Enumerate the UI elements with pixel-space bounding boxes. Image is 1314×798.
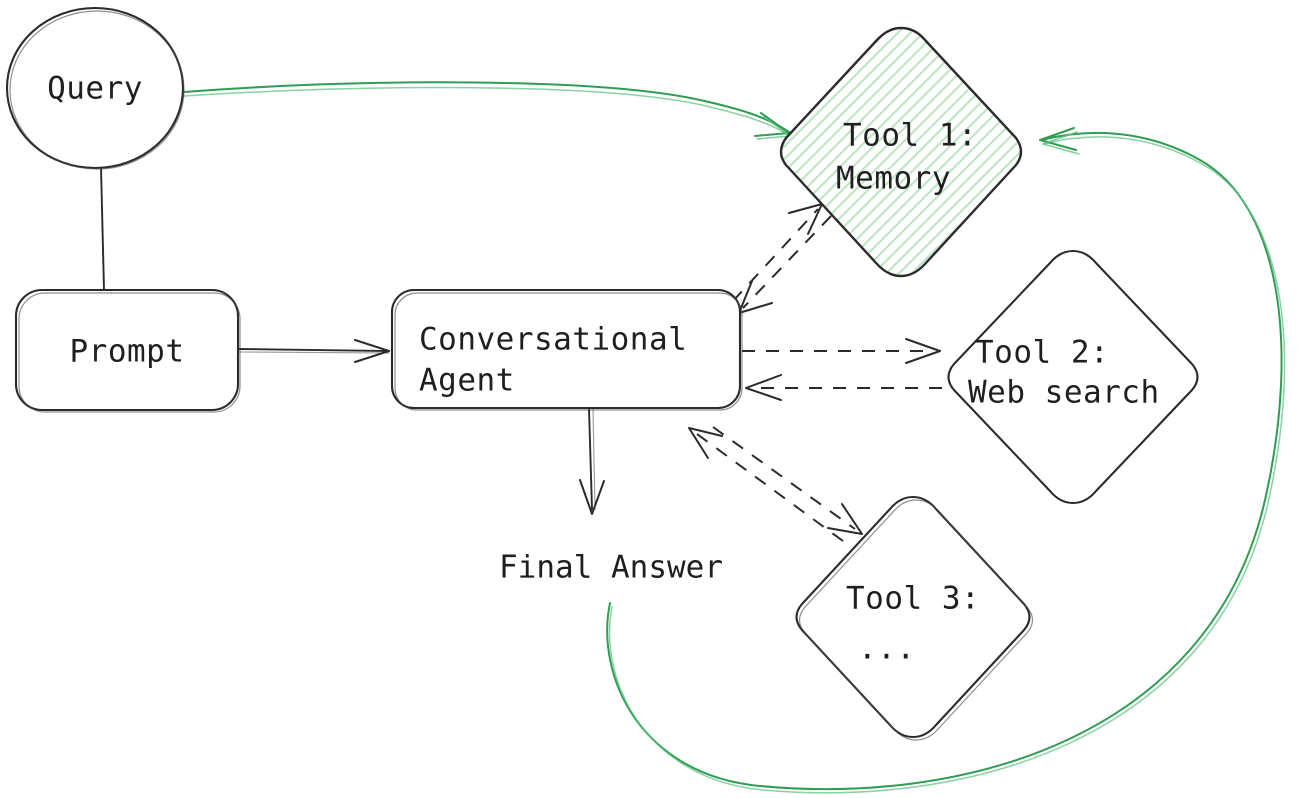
node-final-answer[interactable]: Final Answer: [499, 550, 723, 586]
node-tool3-label-line1: Tool 3:: [846, 581, 980, 617]
node-tool2-web-search[interactable]: Tool 2: Web search: [947, 249, 1199, 505]
edge-agent-to-tool2: [742, 338, 941, 364]
node-query[interactable]: Query: [5, 6, 185, 170]
node-agent-label-line2: Agent: [419, 363, 515, 399]
node-tool1-label-line1: Tool 1:: [843, 118, 977, 154]
edge-query-to-tool1: [183, 81, 791, 140]
node-tool2-label-line2: Web search: [968, 375, 1160, 411]
edge-agent-to-final-answer: [579, 408, 605, 515]
node-query-label: Query: [47, 71, 143, 107]
node-prompt[interactable]: Prompt: [14, 288, 241, 413]
edge-tool2-to-agent: [745, 374, 942, 401]
node-tool2-label-line1: Tool 2:: [975, 335, 1109, 371]
node-final-answer-label: Final Answer: [499, 550, 723, 586]
edge-prompt-to-agent: [238, 339, 390, 363]
node-tool1-memory[interactable]: Tool 1: Memory: [779, 26, 1023, 278]
edge-final-answer-to-tool1: [606, 127, 1286, 794]
node-prompt-label: Prompt: [70, 334, 185, 370]
edge-query-to-prompt: [100, 166, 105, 291]
node-conversational-agent[interactable]: Conversational Agent: [390, 288, 743, 411]
node-tool1-label-line2: Memory: [836, 161, 951, 197]
edge-agent-to-tool3: [712, 426, 863, 535]
edge-tool3-to-agent: [688, 427, 844, 542]
edge-agent-to-tool1: [732, 203, 823, 302]
node-agent-label-line1: Conversational: [419, 322, 687, 358]
edge-tool1-to-agent: [738, 215, 832, 314]
node-tool3-label-line2: ...: [858, 631, 916, 667]
node-tool3[interactable]: Tool 3: ...: [795, 495, 1034, 741]
